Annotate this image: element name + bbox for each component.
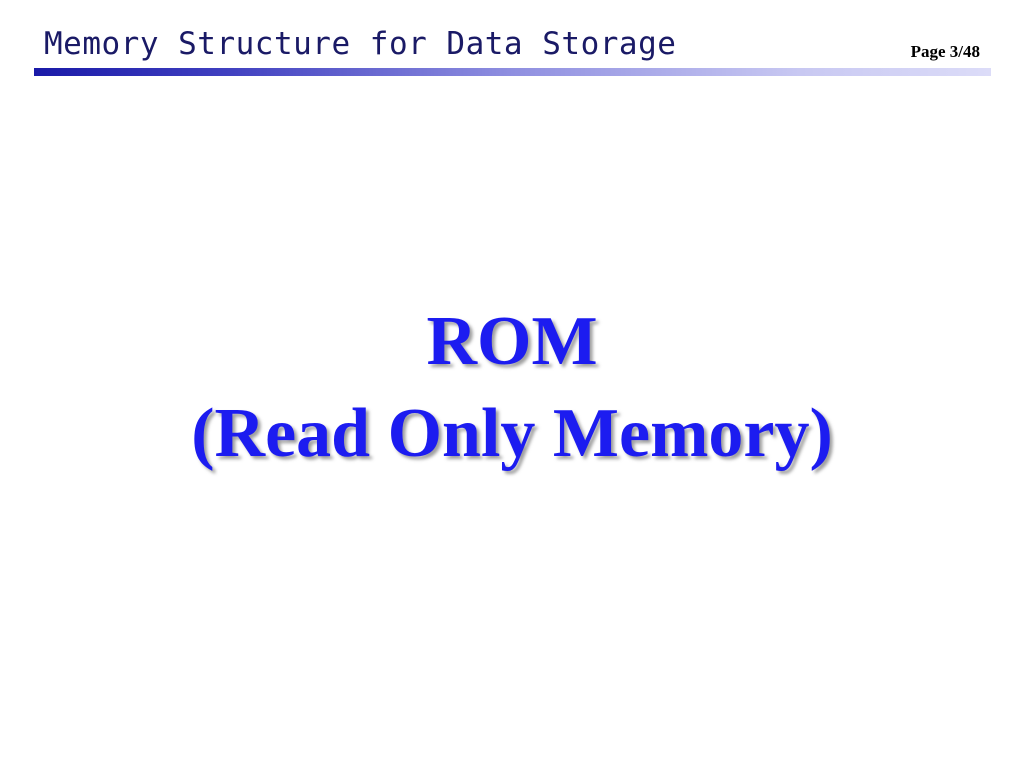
main-heading: ROM (Read Only Memory) — [0, 296, 1024, 480]
slide-title: Memory Structure for Data Storage — [44, 26, 677, 62]
page-number: Page 3/48 — [910, 42, 980, 61]
header-divider — [34, 68, 991, 76]
heading-line-1: ROM — [426, 303, 598, 380]
heading-line-2: (Read Only Memory) — [191, 395, 833, 472]
